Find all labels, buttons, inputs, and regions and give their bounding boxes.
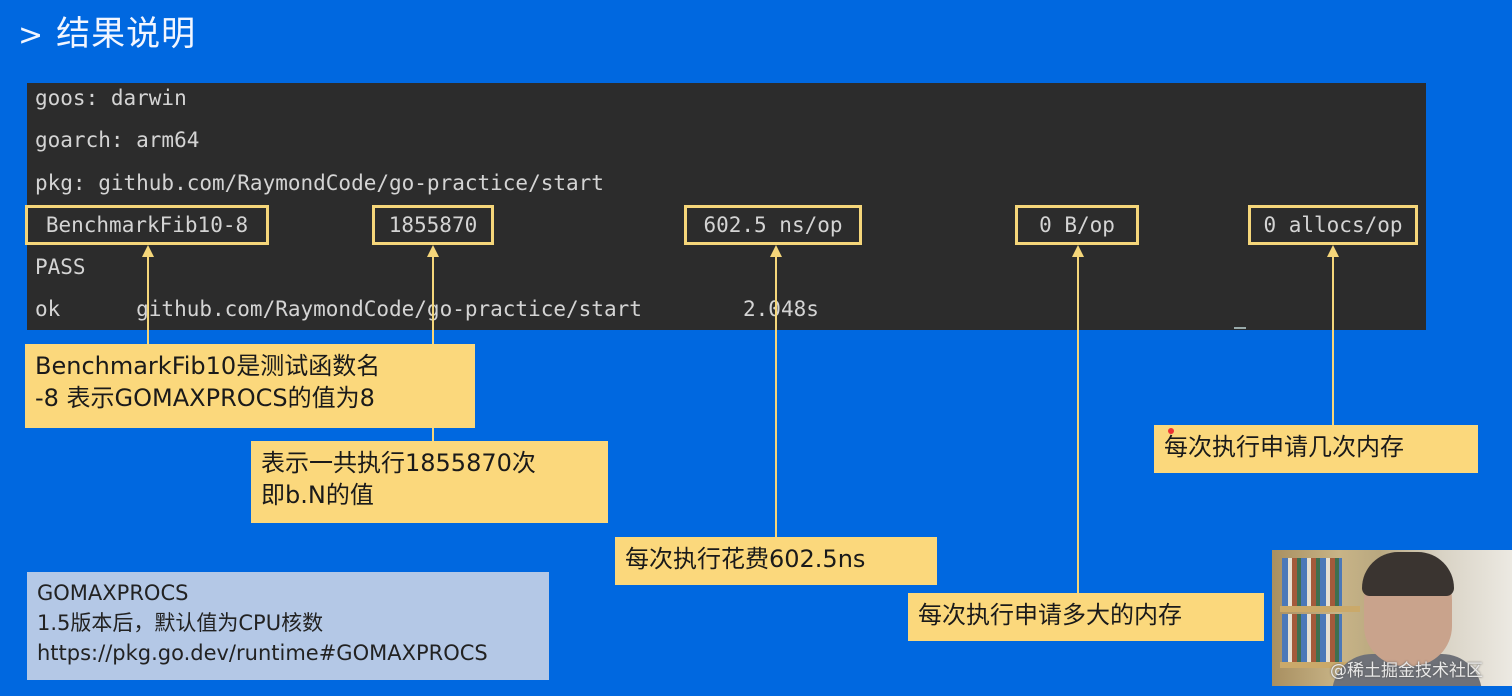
terminal-line-pass: PASS [35,255,86,279]
bytes-per-op-highlight: 0 B/op [1015,205,1139,245]
allocs-per-op-highlight: 0 allocs/op [1248,205,1418,245]
arrow-up-icon [1072,245,1084,595]
watermark: @稀土掘金技术社区 [1330,661,1483,681]
info-description: 1.5版本后，默认值为CPU核数 [37,611,324,635]
arrow-up-icon [142,245,154,347]
note-iterations-line1: 表示一共执行1855870次 [261,449,536,477]
note-iterations: 表示一共执行1855870次 即b.N的值 [251,441,608,523]
shelf [1280,662,1360,668]
bookshelf [1282,558,1342,606]
note-allocs-per-op: 每次执行申请几次内存 [1154,425,1478,473]
note-bytes-per-op: 每次执行申请多大的内存 [908,593,1264,641]
ns-per-op-highlight: 602.5 ns/op [684,205,862,245]
note-ns-per-op: 每次执行花费602.5ns [615,537,937,585]
terminal-line-ok: ok github.com/RaymondCode/go-practice/st… [35,297,819,321]
terminal-line-goarch: goarch: arm64 [35,128,200,152]
caret-icon: > [18,18,45,53]
terminal-output: goos: darwin goarch: arm64 pkg: github.c… [25,83,1426,330]
note-iterations-line2: 即b.N的值 [261,481,374,509]
shelf [1280,606,1360,612]
webcam-video [1272,550,1512,686]
arrow-up-icon [770,245,782,537]
gomaxprocs-info-box: GOMAXPROCS 1.5版本后，默认值为CPU核数 https://pkg.… [27,572,549,680]
note-benchmark-name-line1: BenchmarkFib10是测试函数名 [35,352,381,380]
terminal-line-pkg: pkg: github.com/RaymondCode/go-practice/… [35,171,604,195]
pointer-dot [1168,428,1174,434]
note-benchmark-name: BenchmarkFib10是测试函数名 -8 表示GOMAXPROCS的值为8 [25,344,475,428]
terminal-line-goos: goos: darwin [35,86,187,110]
slide-title-text: 结果说明 [56,14,197,54]
slide-title: > 结果说明 [18,6,196,55]
info-link[interactable]: https://pkg.go.dev/runtime#GOMAXPROCS [37,641,488,665]
iterations-highlight: 1855870 [372,205,494,245]
terminal-cursor [1234,327,1246,329]
presenter-hair [1362,552,1454,596]
benchmark-name-highlight: BenchmarkFib10-8 [25,205,269,245]
note-benchmark-name-line2: -8 表示GOMAXPROCS的值为8 [35,384,375,412]
bookshelf [1282,614,1342,662]
info-title: GOMAXPROCS [37,581,189,605]
arrow-up-icon [1327,245,1339,427]
